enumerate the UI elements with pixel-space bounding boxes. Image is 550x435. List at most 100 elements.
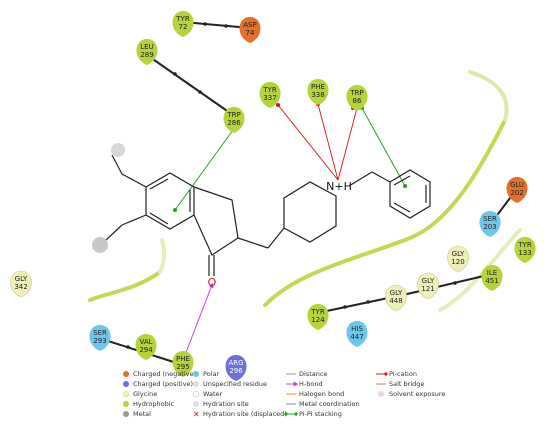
residue-name: GLU — [510, 181, 524, 189]
legend-item: Distance — [299, 370, 327, 378]
pi-cation-tyr337 — [277, 104, 339, 181]
legend-item: Salt bridge — [389, 380, 424, 388]
hbond-phe295 — [184, 282, 214, 356]
residue-name: GLY — [422, 277, 435, 285]
residue-name: PHE — [311, 83, 325, 91]
legend-item: Metal — [133, 410, 151, 418]
residue-shape — [223, 107, 245, 133]
piperidine-ring — [283, 181, 337, 243]
solvent-exposure-markers — [92, 143, 125, 253]
residue-shape — [514, 237, 536, 263]
residue-number: 286 — [227, 119, 241, 127]
legend-item: Metal coordination — [299, 400, 360, 408]
residue-number: 338 — [311, 91, 324, 99]
residue-shape — [417, 272, 439, 300]
residue-name: ASP — [243, 21, 256, 29]
residue-shape — [10, 270, 32, 298]
residue-name: TRP — [349, 89, 363, 97]
legend-item: Pi-Pi stacking — [299, 410, 342, 418]
legend-item: Polar — [203, 370, 219, 378]
residue-shape — [447, 245, 469, 273]
legend-item: Hydration site — [203, 400, 249, 408]
pocket-curve-bottom-right — [438, 228, 522, 312]
residue-name: PHE — [176, 355, 190, 363]
residue-number: 293 — [93, 337, 106, 345]
residue-number: 86 — [353, 97, 362, 105]
benzyl-ring — [389, 169, 431, 219]
residue-number: 74 — [246, 29, 255, 37]
legend-item: Hydration site (displaced) — [203, 410, 287, 418]
residue-shape — [385, 284, 407, 312]
link-tyr124-gly448 — [321, 296, 394, 313]
residue-number: 289 — [140, 51, 153, 59]
legend-item: Pi-cation — [389, 370, 417, 378]
link-leu289-trp286 — [146, 54, 234, 116]
indanone-five-ring — [193, 186, 239, 256]
residue-shape — [346, 85, 368, 111]
connection-dots — [126, 22, 457, 349]
pi-cation-phe338 — [317, 103, 339, 181]
pocket-outline — [88, 70, 522, 312]
pi-cation-trp86 — [337, 107, 358, 181]
ligand-structure — [105, 154, 431, 276]
residue-number: 451 — [485, 277, 498, 285]
residue-number: 72 — [179, 23, 188, 31]
residue-name: VAL — [139, 338, 152, 346]
residue-name: GLY — [452, 250, 465, 258]
residue-number: 342 — [14, 283, 27, 291]
residue-number: 133 — [518, 249, 531, 257]
legend-item: Glycine — [133, 390, 157, 398]
legend-item: Halogen bond — [299, 390, 344, 398]
residue-shape — [136, 39, 158, 65]
residue-shape — [481, 265, 503, 291]
pocket-curve-left-fade — [158, 238, 167, 274]
residue-number: 295 — [176, 363, 189, 371]
displaced-x-icon: ✕ — [193, 410, 200, 419]
residue-name: GLY — [15, 275, 28, 283]
residue-number: 296 — [229, 367, 243, 375]
residue-number: 124 — [311, 316, 325, 324]
link-gly121-ile451 — [402, 274, 489, 296]
residue-number: 447 — [350, 333, 363, 341]
residue-number: 337 — [263, 94, 276, 102]
residue-number: 121 — [421, 285, 434, 293]
residue-shape — [307, 304, 329, 330]
residue-name: TYR — [517, 241, 532, 249]
residue-shape — [239, 17, 261, 43]
pi-pi-trp286 — [174, 129, 234, 211]
residue-number: 120 — [451, 258, 464, 266]
residue-shape — [307, 79, 329, 105]
residue-name: LEU — [140, 43, 153, 51]
link-tyr72-asp74 — [182, 21, 251, 29]
residue-shape — [225, 355, 247, 381]
residue-shape — [346, 321, 368, 347]
pocket-curve-right — [263, 118, 507, 307]
legend: Charged (negative) Charged (positive) Gl… — [122, 370, 445, 419]
pocket-curve-right-fade — [468, 70, 509, 122]
legend-item: Hydrophobic — [133, 400, 175, 408]
residue-shape — [135, 334, 157, 360]
indanone-benzene-ring — [145, 172, 195, 230]
ligand-nitrogen-label: N+H — [326, 180, 352, 193]
pocket-curve-left — [88, 270, 162, 302]
residue-number: 203 — [483, 223, 496, 231]
legend-item: Unspecified residue — [203, 380, 267, 388]
